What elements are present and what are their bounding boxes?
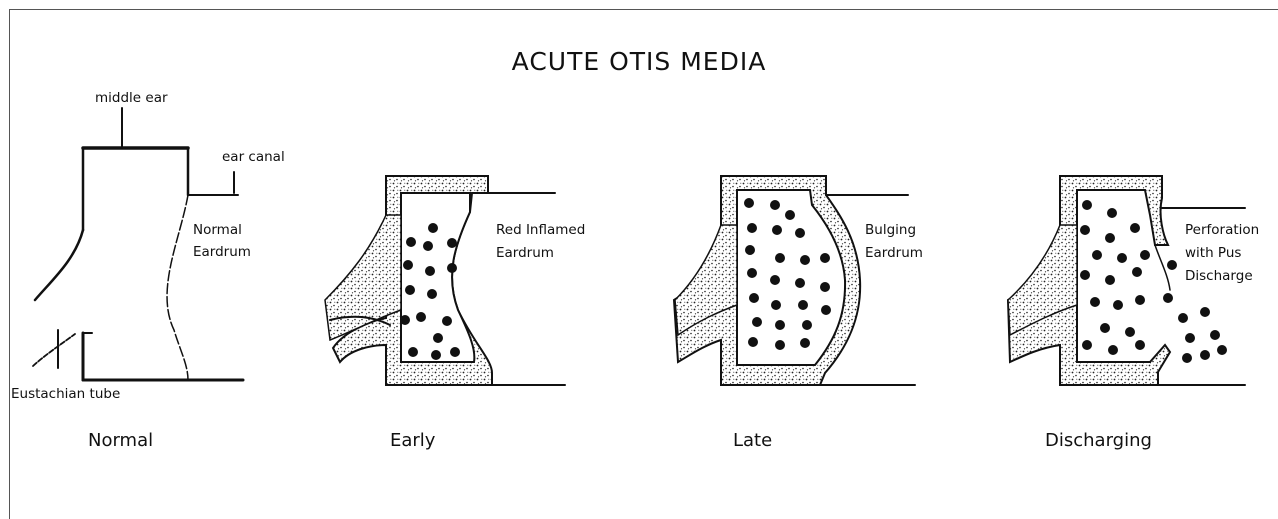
diagram-late xyxy=(674,176,915,385)
diagram-early xyxy=(325,176,565,385)
diagram-discharging xyxy=(1008,176,1245,385)
diagram-normal xyxy=(33,108,243,380)
